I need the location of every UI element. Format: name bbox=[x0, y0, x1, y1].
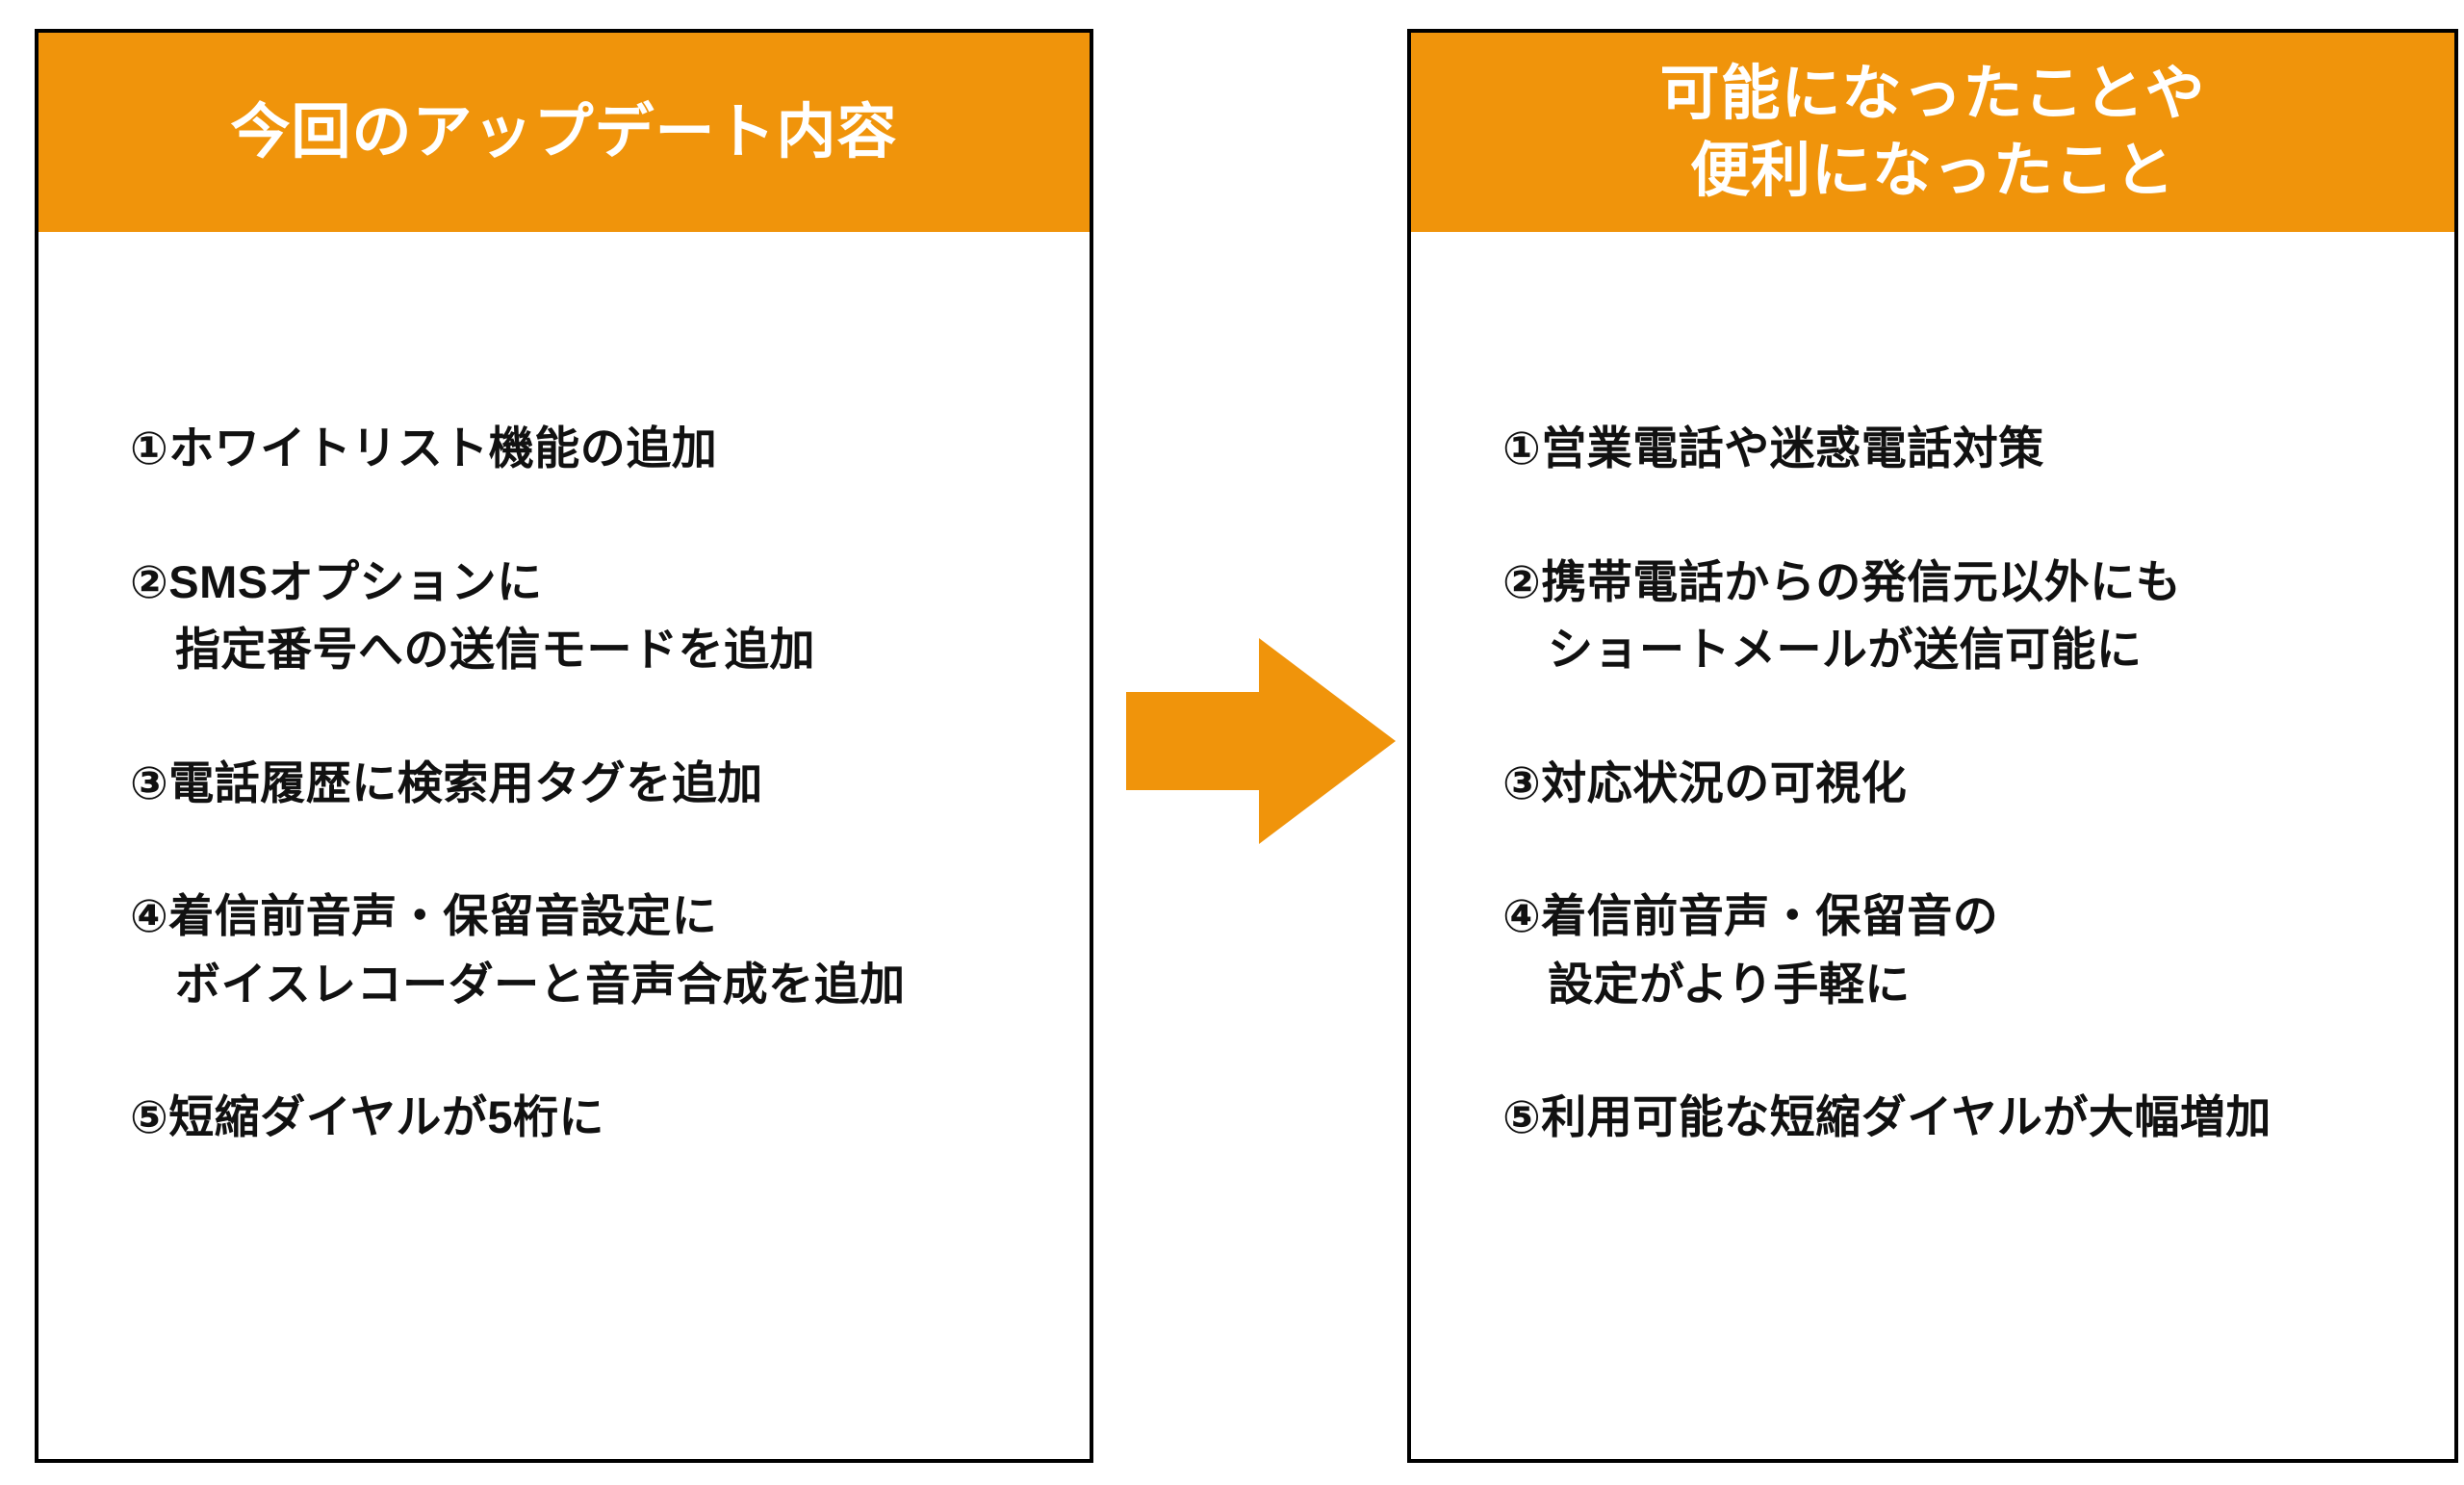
list-item: ①ホワイトリスト機能の追加 bbox=[130, 422, 718, 474]
list-item: ②携帯電話からの発信元以外にも ショートメールが送信可能に bbox=[1502, 555, 2182, 676]
list-item: ⑤利用可能な短縮ダイヤルが大幅増加 bbox=[1502, 1091, 2272, 1142]
benefits-panel: 可能になったことや 便利になったこと ①営業電話や迷惑電話対策 ②携帯電話からの… bbox=[1407, 29, 2458, 1463]
list-item: ④着信前音声・保留音の 設定がより手軽に bbox=[1502, 890, 1999, 1010]
benefits-list: ①営業電話や迷惑電話対策 ②携帯電話からの発信元以外にも ショートメールが送信可… bbox=[1502, 415, 2397, 1152]
update-contents-list: ①ホワイトリスト機能の追加 ②SMSオプションに 指定番号への送信モードを追加 … bbox=[130, 415, 1032, 1152]
benefits-body: ①営業電話や迷惑電話対策 ②携帯電話からの発信元以外にも ショートメールが送信可… bbox=[1411, 232, 2454, 1152]
list-item: ④着信前音声・保留音設定に ボイスレコーダーと音声合成を追加 bbox=[130, 890, 906, 1010]
right-arrow-head bbox=[1259, 638, 1396, 844]
update-contents-header: 今回のアップデート内容 bbox=[38, 33, 1090, 232]
list-item: ①営業電話や迷惑電話対策 bbox=[1502, 422, 2044, 474]
list-item: ⑤短縮ダイヤルが5桁に bbox=[130, 1091, 605, 1142]
list-item: ③対応状況の可視化 bbox=[1502, 756, 1908, 808]
right-arrow-icon bbox=[1126, 638, 1396, 844]
list-item: ③電話履歴に検索用タグを追加 bbox=[130, 756, 763, 808]
right-arrow-shaft bbox=[1126, 692, 1259, 790]
benefits-title: 可能になったことや 便利になったこと bbox=[1659, 61, 2206, 204]
benefits-header: 可能になったことや 便利になったこと bbox=[1411, 33, 2454, 232]
update-contents-body: ①ホワイトリスト機能の追加 ②SMSオプションに 指定番号への送信モードを追加 … bbox=[38, 232, 1090, 1152]
update-contents-title: 今回のアップデート内容 bbox=[230, 98, 898, 166]
update-contents-panel: 今回のアップデート内容 ①ホワイトリスト機能の追加 ②SMSオプションに 指定番… bbox=[35, 29, 1093, 1463]
list-item: ②SMSオプションに 指定番号への送信モードを追加 bbox=[130, 555, 815, 676]
